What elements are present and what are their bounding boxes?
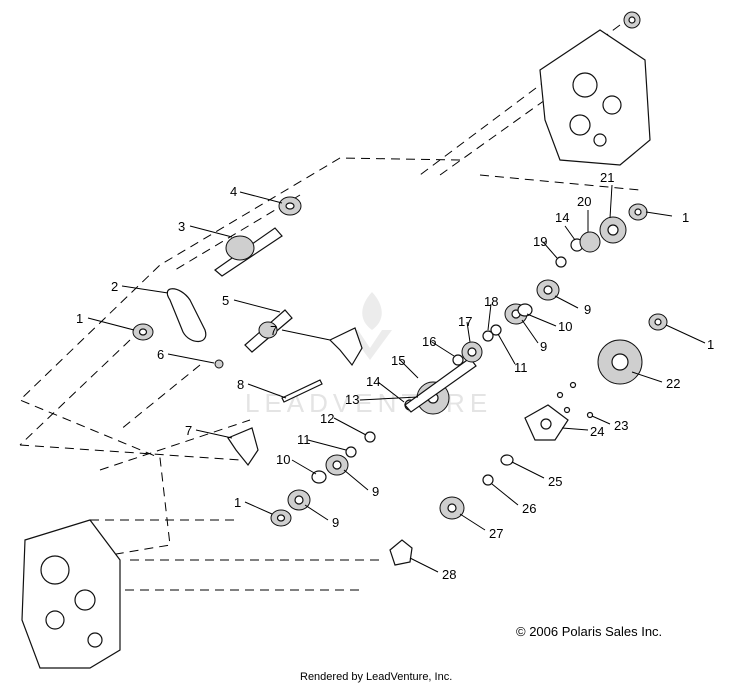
callout-25: 25 [548, 474, 562, 489]
footer-text: Rendered by LeadVenture, Inc. [300, 671, 452, 683]
upper-case-half [539, 11, 651, 166]
callout-7-b: 7 [185, 423, 192, 438]
callout-1-b: 1 [76, 311, 83, 326]
callout-10-a: 10 [558, 319, 572, 334]
callout-9-a: 9 [584, 302, 591, 317]
callout-21: 21 [600, 170, 614, 185]
parts [132, 196, 668, 566]
callout-labels: 1 1 1 1 2 3 4 5 6 7 7 8 9 9 9 9 10 10 11… [76, 170, 714, 582]
copyright-text: © 2006 Polaris Sales Inc. [516, 624, 662, 639]
callout-20: 20 [577, 194, 591, 209]
callout-27: 27 [489, 526, 503, 541]
callout-5: 5 [222, 293, 229, 308]
callout-13: 13 [345, 392, 359, 407]
leader-lines [87, 184, 706, 573]
callout-2: 2 [111, 279, 118, 294]
callout-11-a: 11 [514, 360, 528, 375]
callout-9-d: 9 [332, 515, 339, 530]
callout-14-b: 14 [366, 374, 380, 389]
callout-1-a: 1 [682, 210, 689, 225]
callout-7-a: 7 [270, 323, 277, 338]
callout-18: 18 [484, 294, 498, 309]
callout-9-b: 9 [540, 339, 547, 354]
assembly-dashed-lines [19, 24, 641, 591]
callout-4: 4 [230, 184, 237, 199]
callout-23: 23 [614, 418, 628, 433]
callout-24: 24 [590, 424, 604, 439]
callout-26: 26 [522, 501, 536, 516]
callout-6: 6 [157, 347, 164, 362]
watermark-text: LEADVENTURE [245, 388, 492, 418]
callout-1-d: 1 [234, 495, 241, 510]
callout-28: 28 [442, 567, 456, 582]
callout-15: 15 [391, 353, 405, 368]
callout-22: 22 [666, 376, 680, 391]
callout-8: 8 [237, 377, 244, 392]
callout-16: 16 [422, 334, 436, 349]
callout-10-b: 10 [276, 452, 290, 467]
callout-3: 3 [178, 219, 185, 234]
callout-9-c: 9 [372, 484, 379, 499]
callout-17: 17 [458, 314, 472, 329]
callout-14-a: 14 [555, 210, 569, 225]
callout-1-c: 1 [707, 337, 714, 352]
lower-case-half [21, 519, 121, 669]
callout-11-b: 11 [297, 432, 311, 447]
callout-19: 19 [533, 234, 547, 249]
callout-12: 12 [320, 411, 334, 426]
